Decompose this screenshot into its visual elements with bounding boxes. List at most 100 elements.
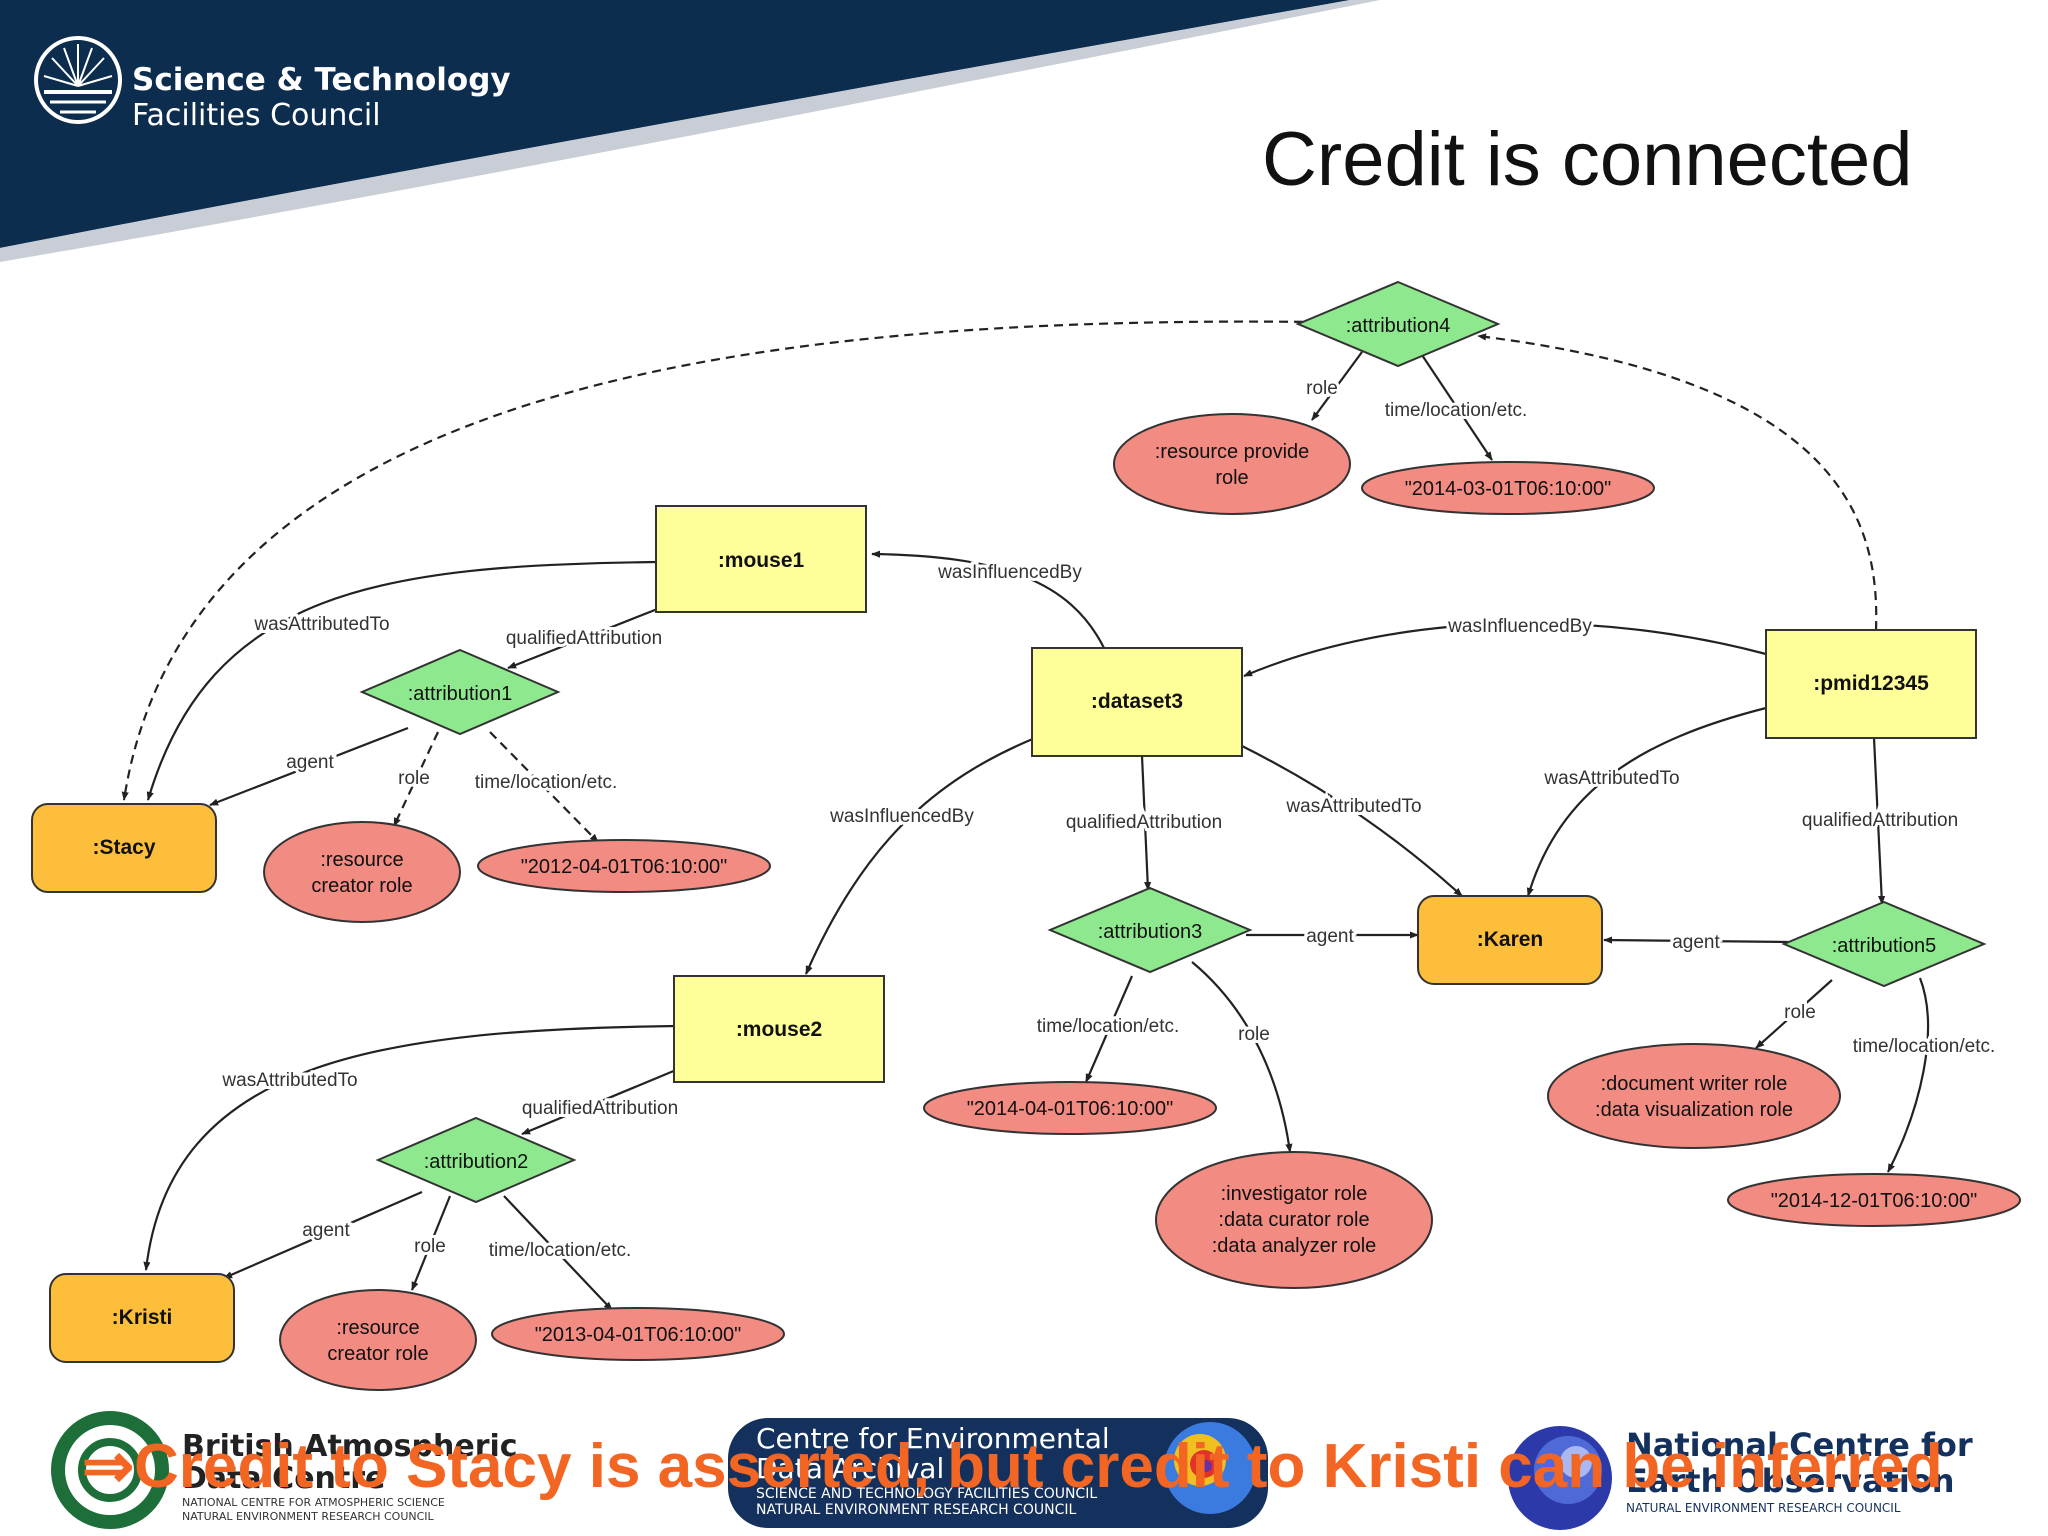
edge-a5-karen	[1603, 936, 1789, 944]
edge-label-a5-role: role	[1784, 1002, 1816, 1023]
entity-mouse2: :mouse2	[673, 975, 885, 1083]
edge-a4-role	[1311, 351, 1363, 421]
stfc-logo-icon	[34, 36, 122, 124]
entity-mouse1: :mouse1	[655, 505, 867, 613]
svg-text:NATURAL ENVIRONMENT RESEARCH C: NATURAL ENVIRONMENT RESEARCH COUNCIL	[756, 1502, 1076, 1518]
entity-dataset3: :dataset3	[1031, 647, 1243, 757]
svg-text:National Centre for: National Centre for	[1626, 1426, 1973, 1464]
edges	[121, 320, 1930, 1311]
edge-label-dataset3-karen: wasAttributedTo	[1285, 796, 1421, 817]
svg-text::dataset3: :dataset3	[1091, 690, 1183, 713]
svg-text::resource: :resource	[336, 1317, 419, 1339]
svg-text:Data Centre: Data Centre	[182, 1461, 385, 1496]
role-ellipse-a5: :document writer role :data visualizatio…	[1547, 1043, 1841, 1149]
attribution-node-4: :attribution4	[1295, 280, 1501, 368]
time-ellipse-a4: "2014-03-01T06:10:00"	[1361, 461, 1655, 515]
ceda-logo: Centre for Environmental Data Archival S…	[728, 1418, 1268, 1528]
svg-text::document writer role: :document writer role	[1601, 1073, 1788, 1095]
svg-text:NATIONAL CENTRE FOR ATMOSPHERI: NATIONAL CENTRE FOR ATMOSPHERIC SCIENCE	[182, 1496, 445, 1509]
svg-text:NATURAL ENVIRONMENT RESEARCH C: NATURAL ENVIRONMENT RESEARCH COUNCIL	[182, 1510, 435, 1523]
time-ellipse-a2: "2013-04-01T06:10:00"	[491, 1307, 785, 1361]
time-ellipse-a3: "2014-04-01T06:10:00"	[923, 1081, 1217, 1135]
edge-label-a4-time: time/location/etc.	[1385, 400, 1528, 421]
edge-a1-time	[489, 731, 599, 843]
role-ellipse-a2: :resource creator role	[279, 1289, 477, 1391]
svg-text::Stacy: :Stacy	[92, 836, 155, 859]
badc-logo: British Atmospheric Data Centre NATIONAL…	[51, 1411, 518, 1529]
edge-label-a1-time: time/location/etc.	[475, 772, 618, 793]
edge-label-mouse1-stacy: wasAttributedTo	[253, 614, 389, 635]
svg-text:Centre for Environmental: Centre for Environmental	[756, 1422, 1110, 1455]
nceo-logo: National Centre for Earth Observation NA…	[1508, 1426, 1973, 1530]
edge-a2-time	[503, 1195, 613, 1311]
role-ellipse-a4: :resource provide role	[1113, 413, 1351, 515]
edge-pmid-attribution4	[1477, 333, 1878, 631]
svg-text:"2014-12-01T06:10:00": "2014-12-01T06:10:00"	[1771, 1190, 1978, 1212]
edge-dataset3-mouse2	[804, 734, 1041, 975]
edge-label-a2-time: time/location/etc.	[489, 1240, 632, 1261]
time-ellipse-a5: "2014-12-01T06:10:00"	[1727, 1173, 2021, 1227]
svg-text::attribution3: :attribution3	[1098, 921, 1203, 943]
svg-text::Karen: :Karen	[1477, 928, 1544, 951]
edge-label-pmid-a5: qualifiedAttribution	[1802, 810, 1958, 831]
edge-label-dataset3-a3: qualifiedAttribution	[1066, 812, 1222, 833]
svg-text:SCIENCE AND TECHNOLOGY FACILIT: SCIENCE AND TECHNOLOGY FACILITIES COUNCI…	[756, 1486, 1097, 1502]
edge-a5-time	[1887, 977, 1930, 1173]
entity-pmid12345: :pmid12345	[1765, 629, 1977, 739]
edge-mouse1-attribution1	[507, 606, 661, 670]
org-name-line2: Facilities Council	[132, 98, 381, 133]
svg-text::mouse2: :mouse2	[736, 1018, 822, 1041]
agent-kristi: :Kristi	[49, 1273, 235, 1363]
attribution-node-1: :attribution1	[359, 648, 561, 736]
edge-dataset3-attribution3	[1140, 755, 1152, 891]
edge-label-a4-role: role	[1306, 378, 1338, 399]
svg-text::attribution1: :attribution1	[408, 683, 513, 705]
edge-a1-stacy	[209, 726, 409, 807]
edge-label-a5-time: time/location/etc.	[1853, 1036, 1996, 1057]
edge-label-pmid-dataset3: wasInfluencedBy	[1447, 616, 1592, 637]
attribution-node-5: :attribution5	[1781, 900, 1987, 988]
edge-dataset3-karen	[1241, 745, 1463, 897]
edge-mouse2-attribution2	[521, 1068, 677, 1136]
edge-a3-time	[1084, 975, 1134, 1083]
edge-label-pmid-karen: wasAttributedTo	[1543, 768, 1679, 789]
edge-pmid-karen	[1526, 706, 1767, 897]
role-ellipse-a1: :resource creator role	[263, 821, 461, 923]
attribution-node-2: :attribution2	[375, 1116, 577, 1204]
edge-label-a5-agent: agent	[1672, 932, 1720, 953]
svg-text::pmid12345: :pmid12345	[1813, 672, 1929, 695]
edge-a2-role	[410, 1195, 452, 1291]
edge-label-a3-agent: agent	[1306, 926, 1354, 947]
svg-text:"2013-04-01T06:10:00": "2013-04-01T06:10:00"	[535, 1324, 742, 1346]
globe-icon	[1164, 1422, 1256, 1514]
edge-label-a1-agent: agent	[286, 752, 334, 773]
svg-text:role: role	[1215, 467, 1248, 489]
svg-text::resource provide: :resource provide	[1155, 441, 1310, 463]
swirl-icon	[1508, 1426, 1612, 1530]
svg-text:creator role: creator role	[311, 875, 412, 897]
svg-text::data analyzer role: :data analyzer role	[1212, 1235, 1377, 1257]
svg-text:NATURAL ENVIRONMENT RESEARCH C: NATURAL ENVIRONMENT RESEARCH COUNCIL	[1626, 1501, 1901, 1515]
agent-karen: :Karen	[1417, 895, 1603, 985]
time-ellipse-a1: "2012-04-01T06:10:00"	[477, 839, 771, 893]
attribution-node-3: :attribution3	[1047, 886, 1253, 974]
edge-label-mouse2-kristi: wasAttributedTo	[221, 1070, 357, 1091]
svg-text:creator role: creator role	[327, 1343, 428, 1365]
svg-text::mouse1: :mouse1	[718, 549, 805, 572]
edge-label-a1-role: role	[398, 768, 430, 789]
edge-attribution4-stacy	[121, 320, 1319, 801]
svg-text::data visualization role: :data visualization role	[1595, 1099, 1793, 1121]
svg-text:Data Archival: Data Archival	[756, 1452, 944, 1485]
svg-text::investigator role: :investigator role	[1221, 1183, 1368, 1205]
edge-a3-role	[1191, 961, 1293, 1153]
edge-label-mouse2-a2: qualifiedAttribution	[522, 1098, 678, 1119]
edge-dataset3-mouse1	[871, 550, 1105, 649]
header-band	[0, 0, 1380, 262]
edge-a2-kristi	[223, 1190, 423, 1280]
org-name-line1: Science & Technology	[132, 62, 511, 98]
edge-label-a2-agent: agent	[302, 1220, 350, 1241]
edge-label-dataset3-mouse1: wasInfluencedBy	[937, 562, 1082, 583]
edge-label-mouse1-a1: qualifiedAttribution	[506, 628, 662, 649]
svg-text:"2012-04-01T06:10:00": "2012-04-01T06:10:00"	[521, 856, 728, 878]
